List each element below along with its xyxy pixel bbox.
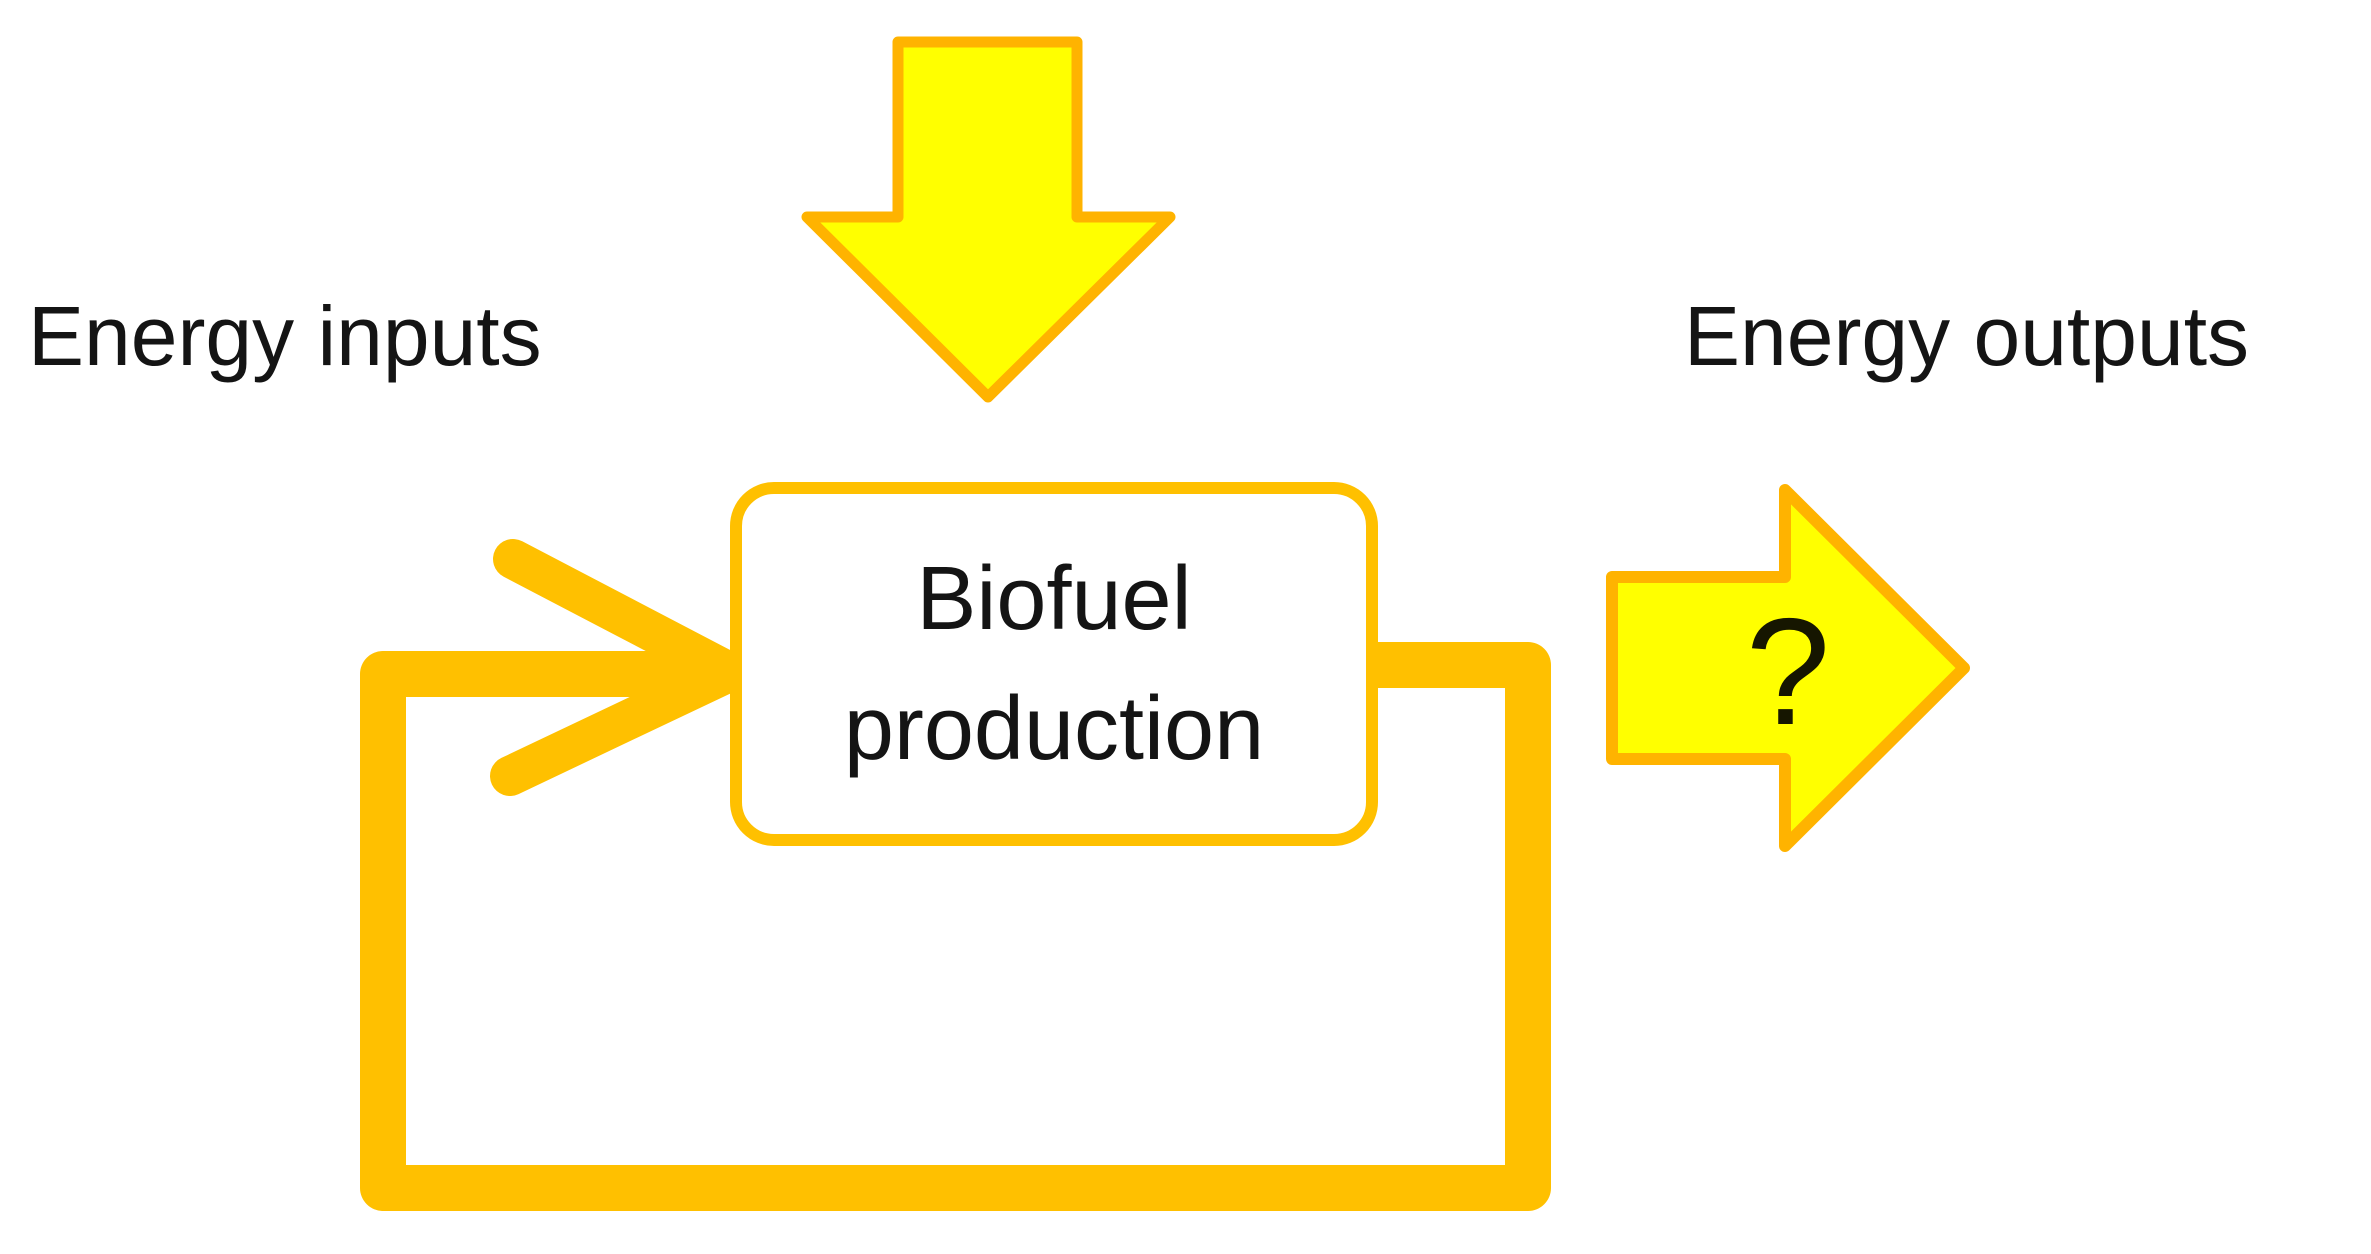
- right-arrow-icon: [1606, 484, 1970, 852]
- question-mark-label: ?: [1745, 586, 1831, 757]
- energy-outputs-label: Energy outputs: [1684, 289, 2250, 383]
- process-box-line2: production: [843, 679, 1265, 779]
- down-arrow-icon: [801, 36, 1176, 403]
- energy-inputs-label: Energy inputs: [28, 289, 542, 383]
- chevron-right-arrow-icon: [490, 539, 749, 796]
- process-box-line1: Biofuel: [916, 548, 1192, 649]
- loop-arrow-icon: [360, 642, 1551, 1211]
- biofuel-production-box: Biofuel production: [730, 482, 1378, 846]
